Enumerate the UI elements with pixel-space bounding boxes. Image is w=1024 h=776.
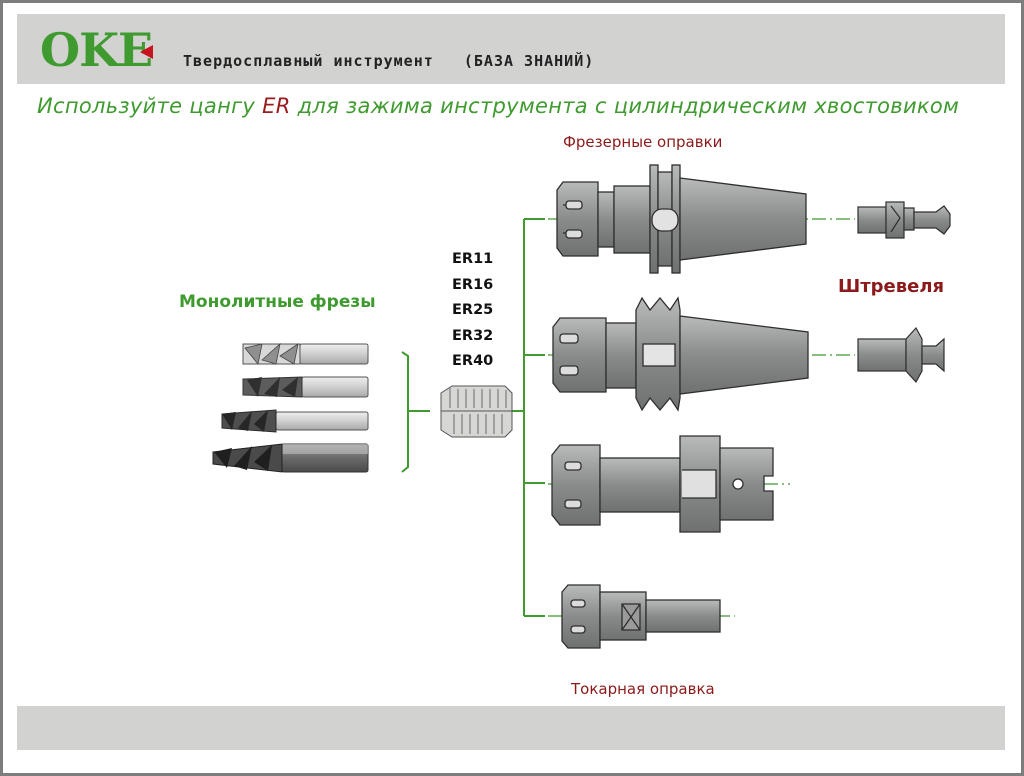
logo: OKE [40,23,153,77]
end-mill-3 [221,409,369,433]
connector-lines [401,218,545,617]
headline: Используйте цангу ER для зажима инструме… [37,94,959,118]
collet-size-list: ER11 ER16 ER25 ER32 ER40 [452,247,493,375]
header-bar [17,14,1005,84]
er-collet [440,385,513,438]
headline-start: Используйте цангу [37,94,263,118]
end-mill-bracket [401,351,409,473]
label-milling-holders: Фрезерные оправки [563,133,723,151]
label-pull-studs: Штревеля [838,276,945,297]
footer-bar [17,706,1005,750]
label-solid-end-mills: Монолитные фрезы [179,292,376,312]
label-turning-holder: Токарная оправка [571,680,715,698]
milling-holder-1 [556,164,807,274]
collet-size-er16: ER16 [452,276,494,293]
centerlines [548,218,855,617]
collet-size-er40: ER40 [452,353,494,369]
pull-stud-2 [857,326,945,384]
collet-size-er32: ER32 [452,327,494,344]
collet-size-er25: ER25 [452,302,494,318]
logo-mark-icon [140,45,153,59]
milling-holder-3 [551,435,774,533]
pull-stud-1 [857,201,951,239]
end-mill-2 [242,376,369,398]
headline-end: для зажима инструмента с цилиндрическим … [290,94,960,118]
turning-holder-art [561,584,721,649]
milling-holder-2 [552,296,809,412]
end-mill-1 [242,342,369,365]
end-mill-4 [212,443,369,473]
header-title: Твердосплавный инструмент (БАЗА ЗНАНИЙ) [183,52,595,70]
headline-er-highlight: ER [262,94,291,118]
collet-size-er11: ER11 [452,251,494,267]
